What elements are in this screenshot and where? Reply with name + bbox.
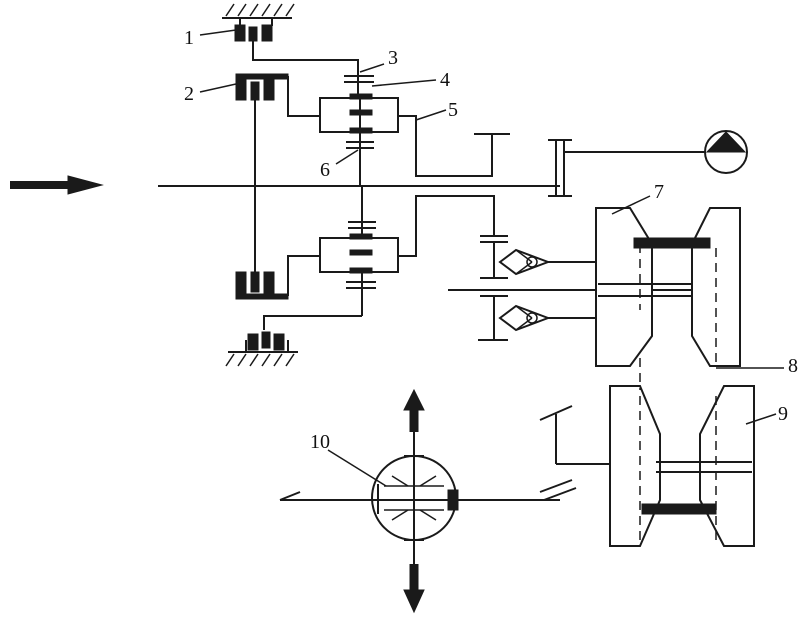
differential: [371, 430, 459, 566]
ground-top: [222, 3, 295, 19]
label-8: 8: [788, 355, 798, 377]
ground-bottom: [225, 351, 298, 367]
label-6: 6: [320, 159, 330, 181]
input-arrow-icon: [10, 175, 104, 195]
label-5: 5: [448, 99, 458, 121]
driven-pulley: [609, 358, 755, 547]
brake-2: [235, 73, 320, 272]
label-1: 1: [184, 27, 194, 49]
label-3: 3: [388, 47, 398, 69]
brake-bottom: [245, 315, 362, 352]
planetary-upper: [319, 68, 510, 186]
clutch-lower: [478, 295, 598, 341]
label-4: 4: [440, 69, 450, 91]
label-9: 9: [778, 403, 788, 425]
pump-gear-train: [548, 139, 706, 197]
brake-lower-left: [235, 255, 320, 300]
label-7: 7: [654, 181, 664, 203]
label-10: 10: [310, 431, 330, 453]
drive-pulley: [595, 207, 741, 368]
label-2: 2: [184, 83, 194, 105]
clutch-upper: [480, 235, 598, 279]
leader-lines: [199, 29, 784, 487]
callout-labels: 1 2 3 4 5 6 7 8 9 10: [184, 27, 798, 453]
brake-1: [234, 18, 359, 68]
arrow-down-icon: [403, 564, 425, 614]
planetary-lower: [319, 186, 495, 316]
arrow-up-icon: [403, 388, 425, 432]
output-shaft: [279, 405, 610, 501]
pump-icon: [704, 130, 748, 174]
